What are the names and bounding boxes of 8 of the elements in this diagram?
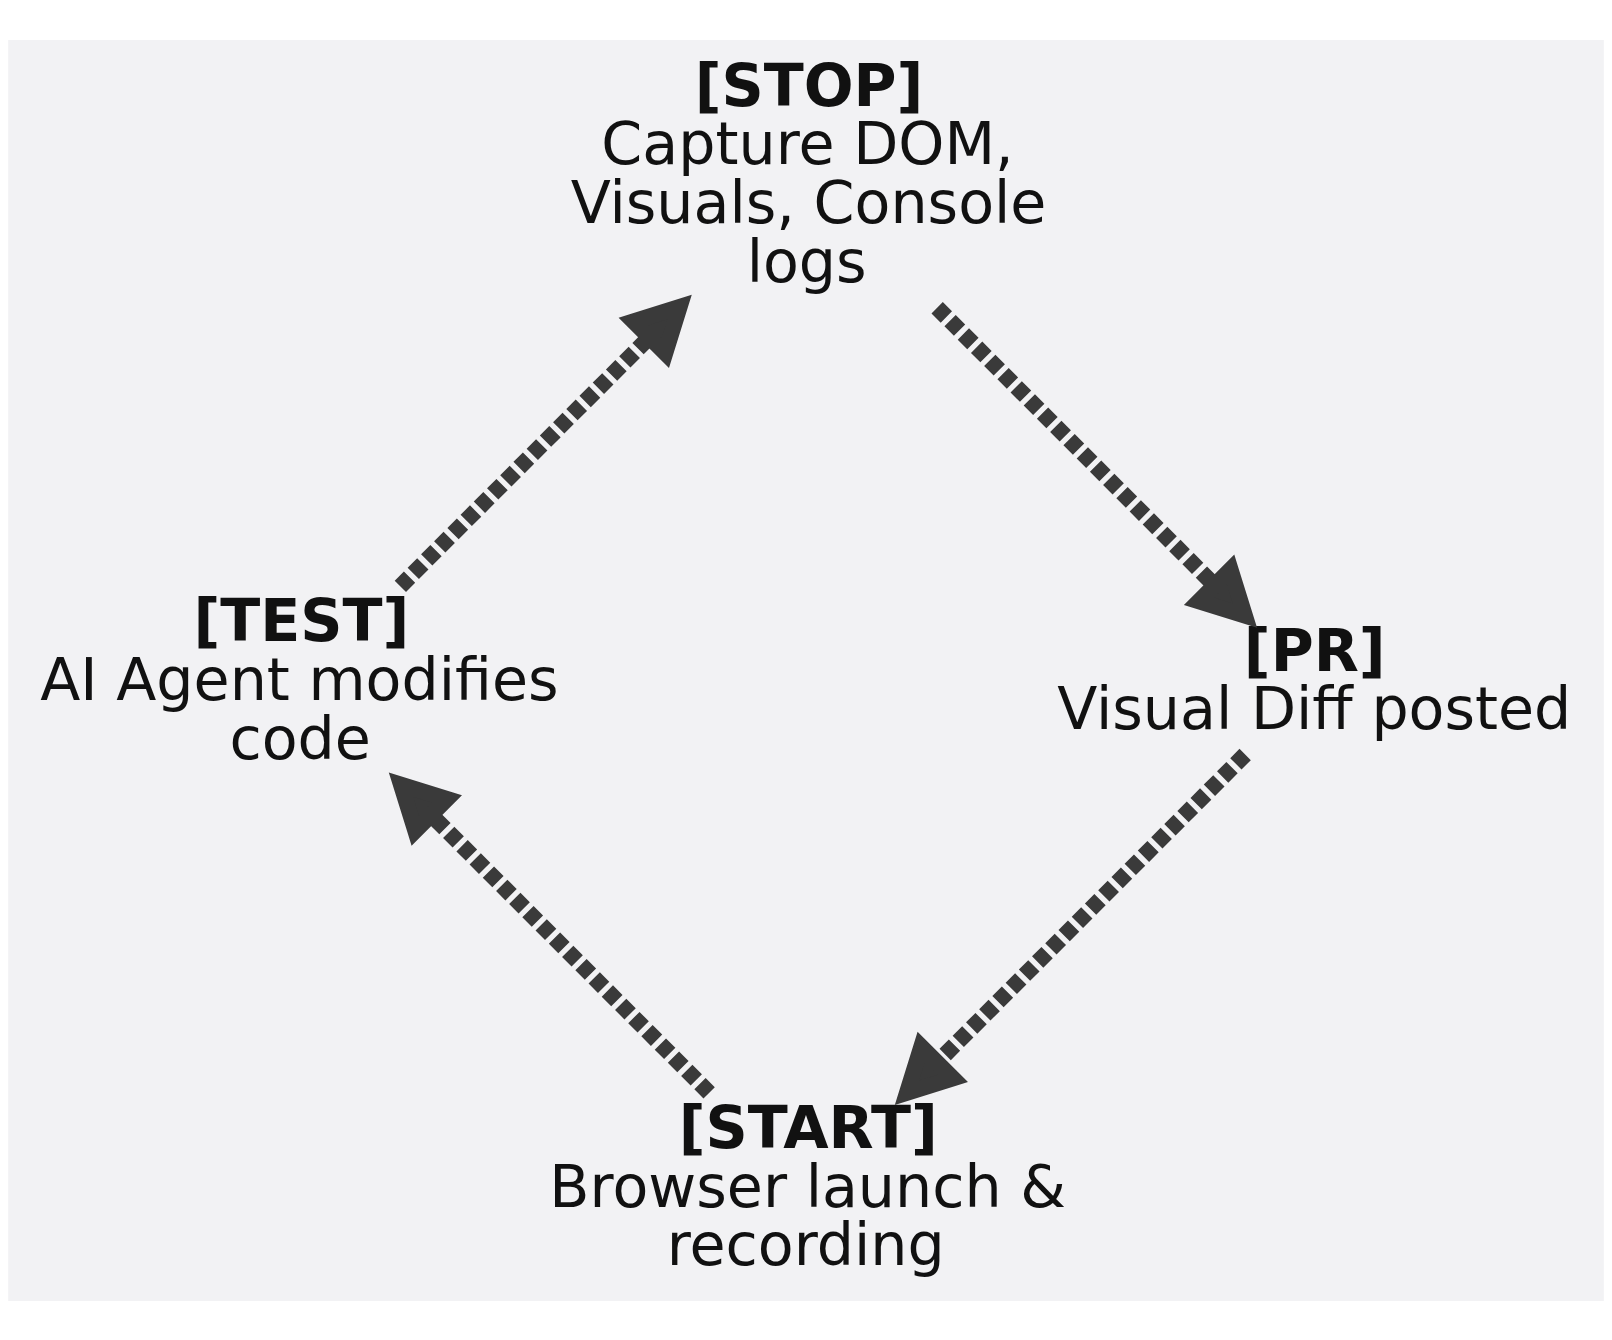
node-text: [START] Browser launch & recording — [549, 1093, 1066, 1279]
arrow — [931, 301, 1258, 628]
node-text: [PR] Visual Diff posted — [1057, 616, 1572, 743]
arrow — [394, 294, 692, 592]
node-text: [STOP] Capture DOM, Visuals, Console logs — [570, 51, 1047, 296]
arrow — [894, 748, 1251, 1105]
arrow — [388, 771, 715, 1098]
node-text: [TEST] AI Agent modifies code — [40, 586, 559, 773]
